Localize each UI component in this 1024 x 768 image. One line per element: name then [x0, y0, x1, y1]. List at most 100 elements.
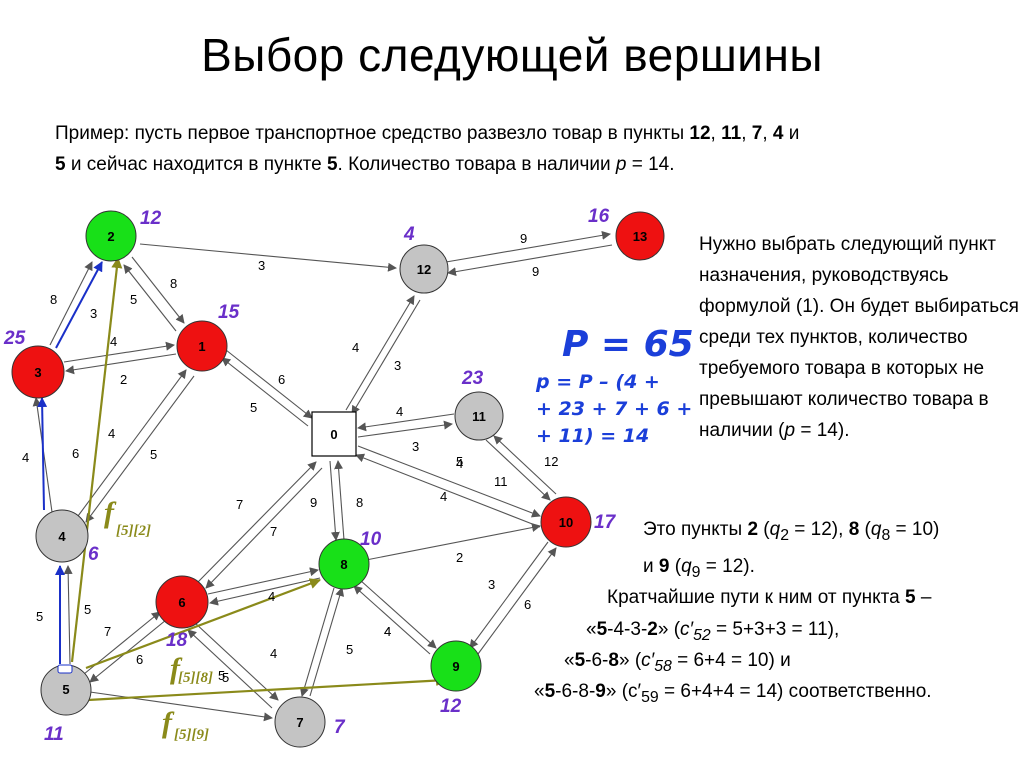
edge-6-5 — [89, 619, 167, 683]
svg-text:7: 7 — [296, 715, 303, 730]
edge-weight-label: 3 — [394, 358, 401, 373]
edge-6-7 — [193, 621, 279, 701]
edge-12-0 — [351, 299, 421, 415]
node-10: 10 — [540, 496, 592, 548]
edge-weight-label: 6 — [524, 597, 531, 612]
edge-weight-label: 6 — [278, 372, 285, 387]
svg-text:2: 2 — [107, 229, 114, 244]
svg-text:+ 23 + 7 + 6 +: + 23 + 7 + 6 + — [536, 398, 692, 420]
svg-text:12: 12 — [417, 262, 431, 277]
edge-weight-label: 3 — [258, 258, 265, 273]
edge-7-8 — [309, 587, 345, 697]
svg-text:25: 25 — [3, 328, 26, 349]
highlighted-path-5-4-3-2 — [37, 261, 103, 664]
edge-weight-label: 7 — [236, 497, 243, 512]
svg-text:13: 13 — [633, 229, 647, 244]
edge-0-6 — [205, 467, 323, 589]
svg-text:4: 4 — [403, 224, 415, 245]
svg-text:P = 65: P = 65 — [562, 324, 694, 365]
svg-text:7: 7 — [334, 717, 346, 738]
selection-rule-text: Нужно выбрать следующий пункт назначения… — [699, 234, 1019, 441]
edge-weight-label: 5 — [36, 609, 43, 624]
shortest-paths-title: Кратчайшие пути к ним от пункта 5 – — [607, 587, 932, 608]
edge-10-0 — [355, 453, 541, 528]
edge-6-0 — [197, 461, 317, 583]
svg-text:17: 17 — [594, 512, 617, 533]
edge-12-13 — [445, 230, 611, 263]
demand-labels: 12 4 16 15 25 23 17 6 10 18 12 11 7 — [3, 206, 617, 745]
path-5-9: «5-6-8-9» (c′59 = 6+4+4 = 14) соответств… — [534, 681, 932, 706]
edge-weight-label: 3 — [488, 577, 495, 592]
svg-text:f: f — [170, 652, 183, 685]
svg-text:9: 9 — [452, 659, 459, 674]
edge-weight-label: 2 — [456, 550, 463, 565]
node-12: 12 — [399, 244, 449, 294]
edge-weight-label: 9 — [520, 231, 527, 246]
node-8: 8 — [318, 538, 370, 590]
edge-weight-label: 8 — [50, 292, 57, 307]
intro-paragraph: Пример: пусть первое транспортное средст… — [55, 123, 800, 175]
edge-weight-label: 5 — [456, 454, 463, 469]
node-0: 0 — [311, 411, 357, 457]
node-5: 5 — [40, 664, 92, 716]
edge-weight-label: 7 — [270, 524, 277, 539]
edge-11-0 — [357, 413, 455, 432]
edge-weight-label: 5 — [130, 292, 137, 307]
edge-weight-label: 3 — [90, 306, 97, 321]
vehicle-icon — [57, 664, 73, 674]
svg-text:15: 15 — [218, 302, 240, 323]
edge-weight-label: 3 — [412, 439, 419, 454]
edge-weight-label: 2 — [120, 372, 127, 387]
edge-weight-label: 4 — [456, 456, 463, 471]
p-formula: P = 65 p = P – (4 + + 23 + 7 + 6 + + 11)… — [535, 324, 694, 447]
edge-4-1 — [77, 369, 187, 517]
edge-weight-label: 9 — [532, 264, 539, 279]
svg-text:[5][8]: [5][8] — [178, 670, 213, 686]
svg-text:11: 11 — [44, 724, 64, 745]
edge-weight-label: 4 — [268, 589, 275, 604]
edge-weight-label: 5 — [346, 642, 353, 657]
svg-text:11: 11 — [472, 409, 486, 424]
svg-text:6: 6 — [178, 595, 185, 610]
node-3: 3 — [11, 345, 65, 399]
edge-weight-label: 11 — [494, 474, 508, 489]
path-5-8: «5-6-8» (c′58 = 6+4 = 10) и — [564, 650, 791, 675]
svg-text:4: 4 — [58, 529, 66, 544]
edge-10-9 — [469, 541, 549, 649]
edge-weight-label: 4 — [440, 489, 447, 504]
edge-5-7 — [89, 691, 273, 722]
slide-title: Выбор следующей вершины — [201, 29, 823, 81]
edge-1-4 — [85, 375, 195, 523]
svg-text:+ 11) = 14: + 11) = 14 — [536, 425, 649, 447]
svg-text:12: 12 — [440, 696, 462, 717]
edge-0-11 — [357, 420, 453, 438]
f-arrows — [70, 257, 447, 702]
edge-0-1 — [221, 357, 309, 427]
node-7: 7 — [274, 696, 326, 748]
edge-weight-label: 4 — [108, 426, 115, 441]
edge-5-4 — [63, 565, 73, 665]
edge-weight-label: 7 — [104, 624, 111, 639]
edge-1-3 — [65, 353, 177, 375]
edge-0-12 — [345, 295, 415, 411]
edge-2-12 — [139, 243, 397, 272]
candidate-points-text: Это пункты 2 (q2 = 12), 8 (q8 = 10) и 9 … — [643, 519, 940, 581]
edge-weight-label: 4 — [110, 334, 117, 349]
svg-text:5: 5 — [62, 682, 69, 697]
svg-text:[5][9]: [5][9] — [174, 727, 209, 743]
edge-3-1 — [63, 341, 175, 363]
edge-8-7 — [299, 587, 335, 697]
edge-weight-label: 6 — [72, 446, 79, 461]
edge-0-10 — [357, 445, 541, 518]
svg-text:10: 10 — [360, 529, 382, 550]
edge-0-8 — [329, 460, 340, 541]
f-labels: f [5][2] f [5][8] f [5][9] — [104, 496, 213, 743]
svg-text:10: 10 — [559, 515, 573, 530]
edge-weight-label: 8 — [170, 276, 177, 291]
svg-text:6: 6 — [88, 544, 99, 565]
edge-7-6 — [187, 629, 273, 709]
node-4: 4 — [35, 509, 89, 563]
edge-13-12 — [447, 244, 613, 277]
